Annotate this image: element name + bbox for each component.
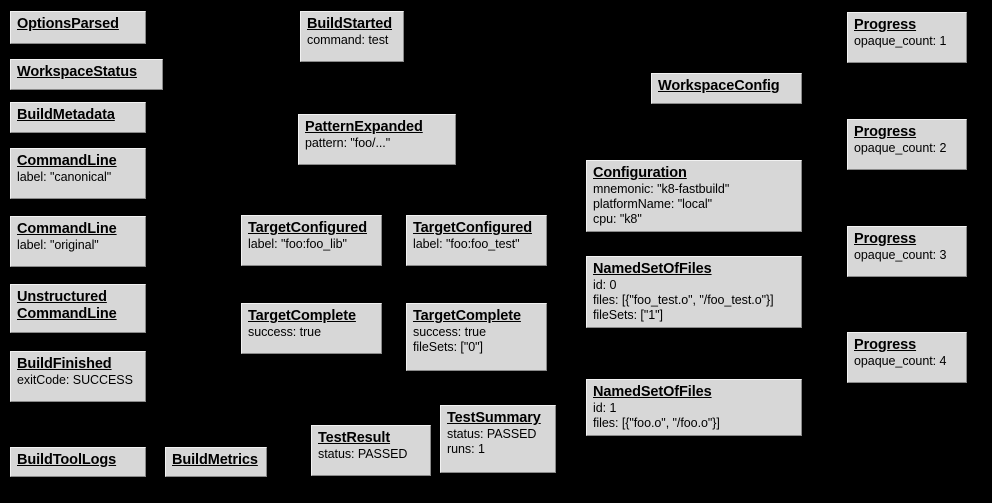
node-workspace-config[interactable]: WorkspaceConfig xyxy=(651,73,802,104)
node-field: pattern: "foo/..." xyxy=(305,136,391,151)
node-title: TestResult xyxy=(318,430,391,446)
node-title: Progress xyxy=(854,17,917,33)
node-field: opaque_count: 1 xyxy=(854,34,947,49)
node-title: Progress xyxy=(854,124,917,140)
node-title: OptionsParsed xyxy=(17,16,119,32)
node-workspace-status[interactable]: WorkspaceStatus xyxy=(10,59,163,90)
node-field: files: [{"foo.o", "/foo.o"}] xyxy=(593,415,720,430)
node-title: Configuration xyxy=(593,165,687,181)
node-title: TargetComplete xyxy=(413,308,521,324)
node-title: TargetConfigured xyxy=(413,220,532,236)
node-field: files: [{"foo_test.o", "/foo_test.o"}] xyxy=(593,292,774,307)
node-title: BuildMetadata xyxy=(17,107,115,123)
node-field: status: PASSED xyxy=(318,447,408,462)
node-build-tool-logs[interactable]: BuildToolLogs xyxy=(10,447,146,477)
node-field: fileSets: ["0"] xyxy=(413,339,483,354)
node-build-metadata[interactable]: BuildMetadata xyxy=(10,102,146,133)
node-title: NamedSetOfFiles xyxy=(593,384,712,400)
node-field: label: "foo:foo_lib" xyxy=(248,237,347,252)
node-field: id: 1 xyxy=(593,401,617,416)
node-title: Progress xyxy=(854,231,917,247)
node-unstructured-command-line[interactable]: Unstructured CommandLine xyxy=(10,284,146,333)
node-field: id: 0 xyxy=(593,278,617,293)
node-field: command: test xyxy=(307,33,389,48)
node-title: WorkspaceStatus xyxy=(17,64,137,80)
node-field: fileSets: ["1"] xyxy=(593,307,663,322)
node-options-parsed[interactable]: OptionsParsed xyxy=(10,11,146,44)
node-title: Unstructured CommandLine xyxy=(17,289,117,323)
node-field: cpu: "k8" xyxy=(593,211,642,226)
node-field: success: true xyxy=(248,325,321,340)
node-field: label: "canonical" xyxy=(17,170,112,185)
node-title: BuildToolLogs xyxy=(17,452,117,468)
node-title: CommandLine xyxy=(17,221,117,237)
node-field: mnemonic: "k8-fastbuild" xyxy=(593,182,730,197)
node-field: label: "foo:foo_test" xyxy=(413,237,520,252)
node-title: NamedSetOfFiles xyxy=(593,261,712,277)
node-field: label: "original" xyxy=(17,238,99,253)
node-field: platformName: "local" xyxy=(593,196,712,211)
node-title: CommandLine xyxy=(17,153,117,169)
node-field: status: PASSED xyxy=(447,427,537,442)
node-title: TargetComplete xyxy=(248,308,356,324)
node-field: opaque_count: 4 xyxy=(854,354,947,369)
node-field: runs: 1 xyxy=(447,441,485,456)
node-title: BuildFinished xyxy=(17,356,112,372)
node-title: WorkspaceConfig xyxy=(658,78,780,94)
node-build-metrics[interactable]: BuildMetrics xyxy=(165,447,267,477)
node-field: opaque_count: 3 xyxy=(854,248,947,263)
node-title: BuildMetrics xyxy=(172,452,258,468)
node-title: Progress xyxy=(854,337,917,353)
node-title: TargetConfigured xyxy=(248,220,367,236)
node-field: exitCode: SUCCESS xyxy=(17,373,133,388)
node-title: PatternExpanded xyxy=(305,119,423,135)
node-title: BuildStarted xyxy=(307,16,393,32)
node-field: opaque_count: 2 xyxy=(854,141,947,156)
node-title: TestSummary xyxy=(447,410,541,426)
node-field: success: true xyxy=(413,325,486,340)
